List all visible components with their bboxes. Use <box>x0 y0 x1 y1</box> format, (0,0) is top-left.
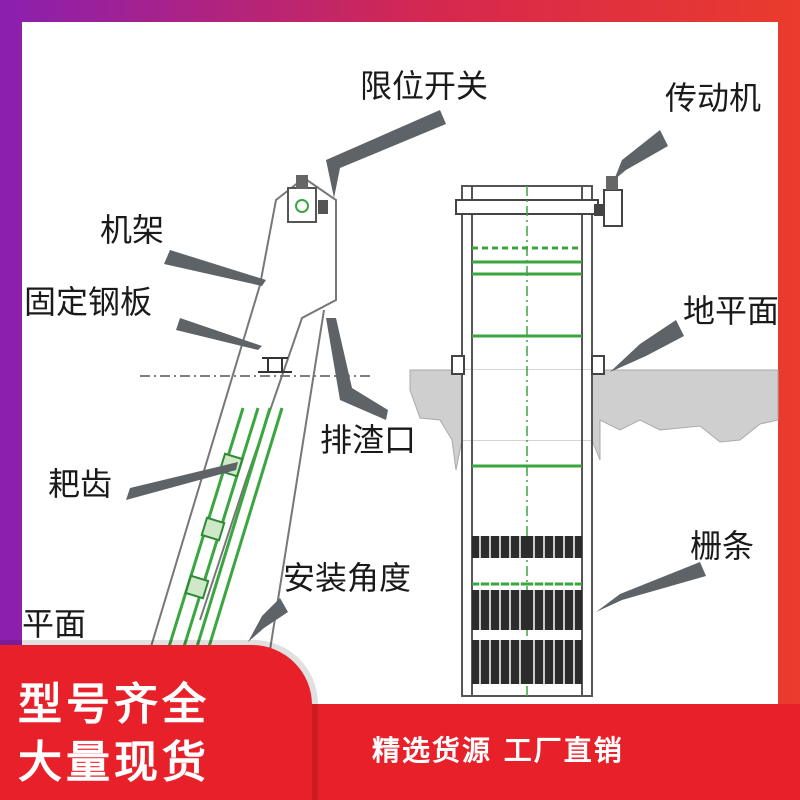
arrow-frame <box>164 250 266 286</box>
limit-switch-dial <box>295 199 309 213</box>
arrow-grille <box>596 562 706 612</box>
label-drive: 传动机 <box>665 79 762 117</box>
drive-motor <box>603 189 623 227</box>
grille-bars <box>472 536 582 684</box>
drive-motor-cap <box>606 176 618 190</box>
label-limit-switch: 限位开关 <box>360 67 489 105</box>
arrow-fixed-plate <box>176 318 262 350</box>
promo-tagline: 精选货源 工厂直销 <box>372 734 624 767</box>
promo-banner <box>0 645 312 800</box>
callout-arrows <box>126 110 706 642</box>
arrow-install-angle <box>248 598 288 642</box>
label-install-angle: 安装角度 <box>283 559 412 597</box>
promo-line-2: 大量现货 <box>18 737 210 788</box>
label-rake-teeth: 耙齿 <box>48 465 113 503</box>
arrow-outlet <box>326 318 388 420</box>
grille-gaps <box>479 536 575 684</box>
label-frame: 机架 <box>100 211 165 249</box>
bracket-right <box>591 355 605 375</box>
limit-switch-side <box>318 200 328 214</box>
arrow-ground <box>610 320 684 372</box>
arrow-rake-teeth <box>126 462 238 500</box>
arrow-drive <box>614 130 668 180</box>
promo-line-1: 型号齐全 <box>18 679 210 730</box>
drive-coupling <box>594 204 604 216</box>
label-plane: 平面 <box>22 605 87 643</box>
limit-switch-box <box>287 187 317 223</box>
label-grille: 栅条 <box>690 527 755 565</box>
tagline-banner <box>312 704 800 800</box>
fixed-plate <box>258 357 292 373</box>
label-ground: 地平面 <box>683 292 780 330</box>
bracket-left <box>451 355 465 375</box>
limit-switch-top <box>296 175 308 189</box>
label-fixed-plate: 固定钢板 <box>24 283 153 321</box>
arrow-limit-switch <box>326 110 446 198</box>
label-outlet: 排渣口 <box>320 421 417 459</box>
